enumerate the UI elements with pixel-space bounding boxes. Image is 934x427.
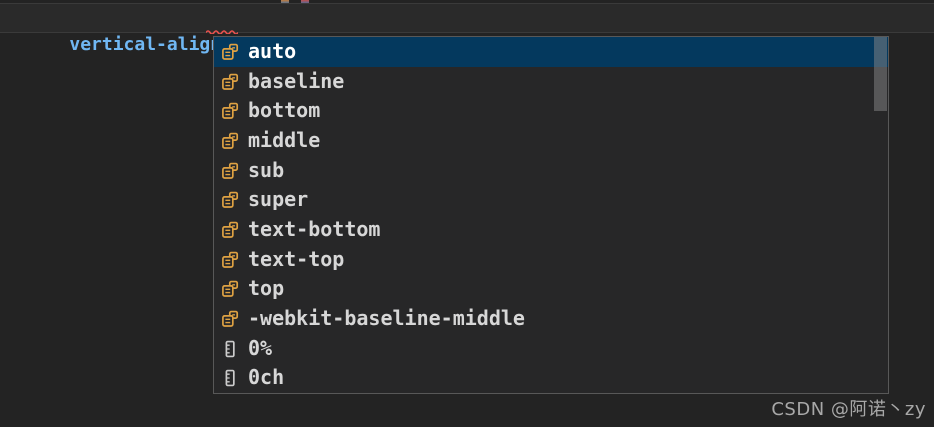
enum-value-icon bbox=[221, 43, 239, 61]
enum-value-icon bbox=[221, 73, 239, 91]
unit-icon bbox=[221, 369, 239, 387]
suggestion-item[interactable]: bottom bbox=[214, 96, 888, 126]
enum-value-icon bbox=[221, 251, 239, 269]
suggestion-item[interactable]: top bbox=[214, 274, 888, 304]
scrollbar-thumb[interactable] bbox=[874, 37, 887, 111]
unit-icon bbox=[221, 340, 239, 358]
clipped-glyph-fragment bbox=[301, 0, 309, 4]
current-line-highlight bbox=[0, 3, 934, 33]
enum-value-icon bbox=[221, 280, 239, 298]
enum-value-icon bbox=[221, 102, 239, 120]
suggestion-label: 0% bbox=[248, 335, 273, 360]
enum-value-icon bbox=[221, 162, 239, 180]
suggestion-item[interactable]: text-bottom bbox=[214, 215, 888, 245]
enum-value-icon bbox=[221, 221, 239, 239]
enum-value-icon bbox=[221, 132, 239, 150]
clipped-glyph-fragment bbox=[281, 0, 289, 4]
suggestion-list: auto baseline bottom middle sub super te… bbox=[214, 37, 888, 393]
suggestion-label: bottom bbox=[248, 98, 321, 123]
suggestion-label: sub bbox=[248, 157, 285, 182]
enum-value-icon bbox=[221, 191, 239, 209]
suggestion-label: 0ch bbox=[248, 365, 285, 390]
css-property-name: vertical-align bbox=[69, 34, 222, 55]
enum-value-icon bbox=[221, 310, 239, 328]
intellisense-suggest-widget: auto baseline bottom middle sub super te… bbox=[213, 36, 889, 394]
suggestion-item[interactable]: baseline bbox=[214, 67, 888, 97]
suggestion-item[interactable]: -webkit-baseline-middle bbox=[214, 304, 888, 334]
error-squiggle bbox=[206, 30, 238, 34]
suggestion-item[interactable]: text-top bbox=[214, 245, 888, 275]
suggest-scrollbar[interactable] bbox=[874, 37, 888, 393]
suggestion-label: top bbox=[248, 276, 285, 301]
suggestion-label: text-bottom bbox=[248, 216, 381, 241]
suggestion-item[interactable]: sub bbox=[214, 156, 888, 186]
suggestion-item[interactable]: super bbox=[214, 185, 888, 215]
suggestion-item[interactable]: 0% bbox=[214, 334, 888, 364]
csdn-watermark: CSDN @阿诺丶zy bbox=[771, 399, 926, 420]
suggestion-label: middle bbox=[248, 127, 321, 152]
suggestion-label: text-top bbox=[248, 246, 345, 271]
suggestion-label: baseline bbox=[248, 68, 345, 93]
suggestion-item[interactable]: middle bbox=[214, 126, 888, 156]
suggestion-label: super bbox=[248, 187, 309, 212]
suggestion-item[interactable]: 0ch bbox=[214, 363, 888, 393]
suggestion-item[interactable]: auto bbox=[214, 37, 888, 67]
suggestion-label: auto bbox=[248, 38, 297, 63]
suggestion-label: -webkit-baseline-middle bbox=[248, 305, 525, 330]
